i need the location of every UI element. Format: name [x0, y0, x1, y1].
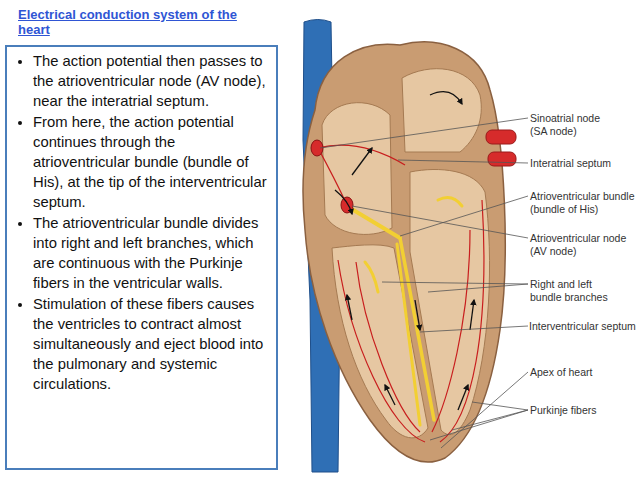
heart-wall	[303, 42, 505, 462]
leader-lines	[320, 118, 528, 448]
diagram-title: Electrical conduction system of the hear…	[18, 7, 258, 37]
part-label: Atrioventricular bundle (bundle of His)	[530, 190, 636, 215]
leader-line	[420, 326, 528, 332]
bullet-text: The action potential then passes to the …	[33, 51, 270, 111]
flow-arrow	[347, 295, 352, 320]
part-label: Sinoatrial node (SA node)	[530, 112, 614, 137]
purkinje-fiber	[356, 262, 420, 432]
part-label: Atrioventricular node (AV node)	[530, 232, 636, 257]
leader-line	[352, 206, 528, 238]
part-label: Right and left bundle branches	[530, 278, 612, 303]
leader-line	[320, 118, 528, 148]
bundle-of-his	[350, 208, 400, 238]
flow-arrow	[458, 385, 468, 410]
leader-line	[472, 402, 528, 410]
left-ventricle	[410, 169, 490, 434]
conduction-fiber	[365, 262, 378, 292]
part-label: Purkinje fibers	[530, 404, 636, 417]
part-label: Interatrial septum	[530, 157, 636, 170]
pulmonary-vein	[486, 130, 516, 144]
bullet-text: Stimulation of these fibers causes the v…	[33, 294, 270, 394]
left-atrium	[402, 69, 481, 152]
bullet-text: From here, the action potential continue…	[33, 112, 270, 212]
flow-arrow	[470, 300, 474, 330]
part-label: Interventricular septum	[529, 320, 637, 333]
flow-arrow	[385, 385, 395, 405]
leader-line	[382, 282, 528, 284]
leader-line	[430, 410, 528, 440]
conduction-fiber	[438, 198, 462, 206]
text-box: The action potential then passes to the …	[5, 45, 278, 470]
leader-line	[441, 372, 528, 448]
flow-arrow	[335, 190, 352, 214]
flow-arrow	[430, 92, 462, 104]
purkinje-fiber	[338, 260, 425, 442]
purkinje-fiber	[440, 200, 484, 442]
bullet-text: The atrioventricular bundle divides into…	[33, 213, 270, 293]
leader-line	[428, 284, 528, 292]
part-label: Apex of heart	[530, 366, 636, 379]
pulmonary-vein	[488, 152, 516, 166]
right-bundle-branch	[397, 244, 420, 425]
leader-line	[400, 196, 528, 236]
right-atrium	[322, 103, 392, 235]
leader-line	[452, 410, 528, 430]
leader-line	[398, 160, 528, 163]
flow-arrow	[352, 148, 372, 175]
bullet-list: The action potential then passes to the …	[7, 47, 276, 399]
flow-arrow	[415, 300, 420, 330]
